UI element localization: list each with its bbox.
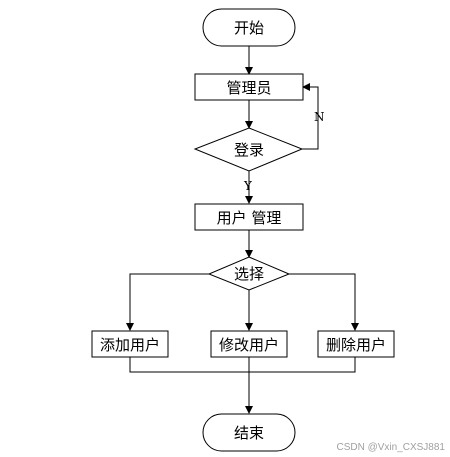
edge-label-no: N (314, 110, 325, 124)
select-label: 选择 (234, 265, 264, 283)
watermark: CSDN @Vxin_CXSJ881 (336, 442, 445, 453)
merge-line (129, 357, 356, 373)
select-decision: 选择 (207, 256, 291, 291)
modify-user-node: 修改用户 (210, 330, 288, 358)
modify-user-label: 修改用户 (219, 336, 279, 354)
delete-user-node: 删除用户 (317, 330, 395, 358)
admin-label: 管理员 (226, 79, 271, 97)
add-user-node: 添加用户 (91, 330, 169, 358)
end-label: 结束 (234, 424, 264, 442)
login-label: 登录 (234, 141, 264, 159)
login-decision: 登录 (193, 127, 304, 172)
start-label: 开始 (234, 19, 264, 37)
connectors (126, 46, 359, 414)
start-node: 开始 (202, 8, 296, 47)
user-mgmt-node: 用户 管理 (194, 203, 304, 231)
add-user-label: 添加用户 (100, 336, 160, 354)
end-node: 结束 (202, 413, 296, 452)
delete-user-label: 删除用户 (326, 336, 386, 354)
edge-login-no-loop (302, 83, 319, 150)
edge-select-add (126, 273, 209, 331)
user-mgmt-label: 用户 管理 (217, 209, 282, 227)
edge-select-delete (289, 273, 359, 331)
admin-node: 管理员 (194, 73, 304, 101)
edge-label-yes: Y (243, 179, 253, 193)
